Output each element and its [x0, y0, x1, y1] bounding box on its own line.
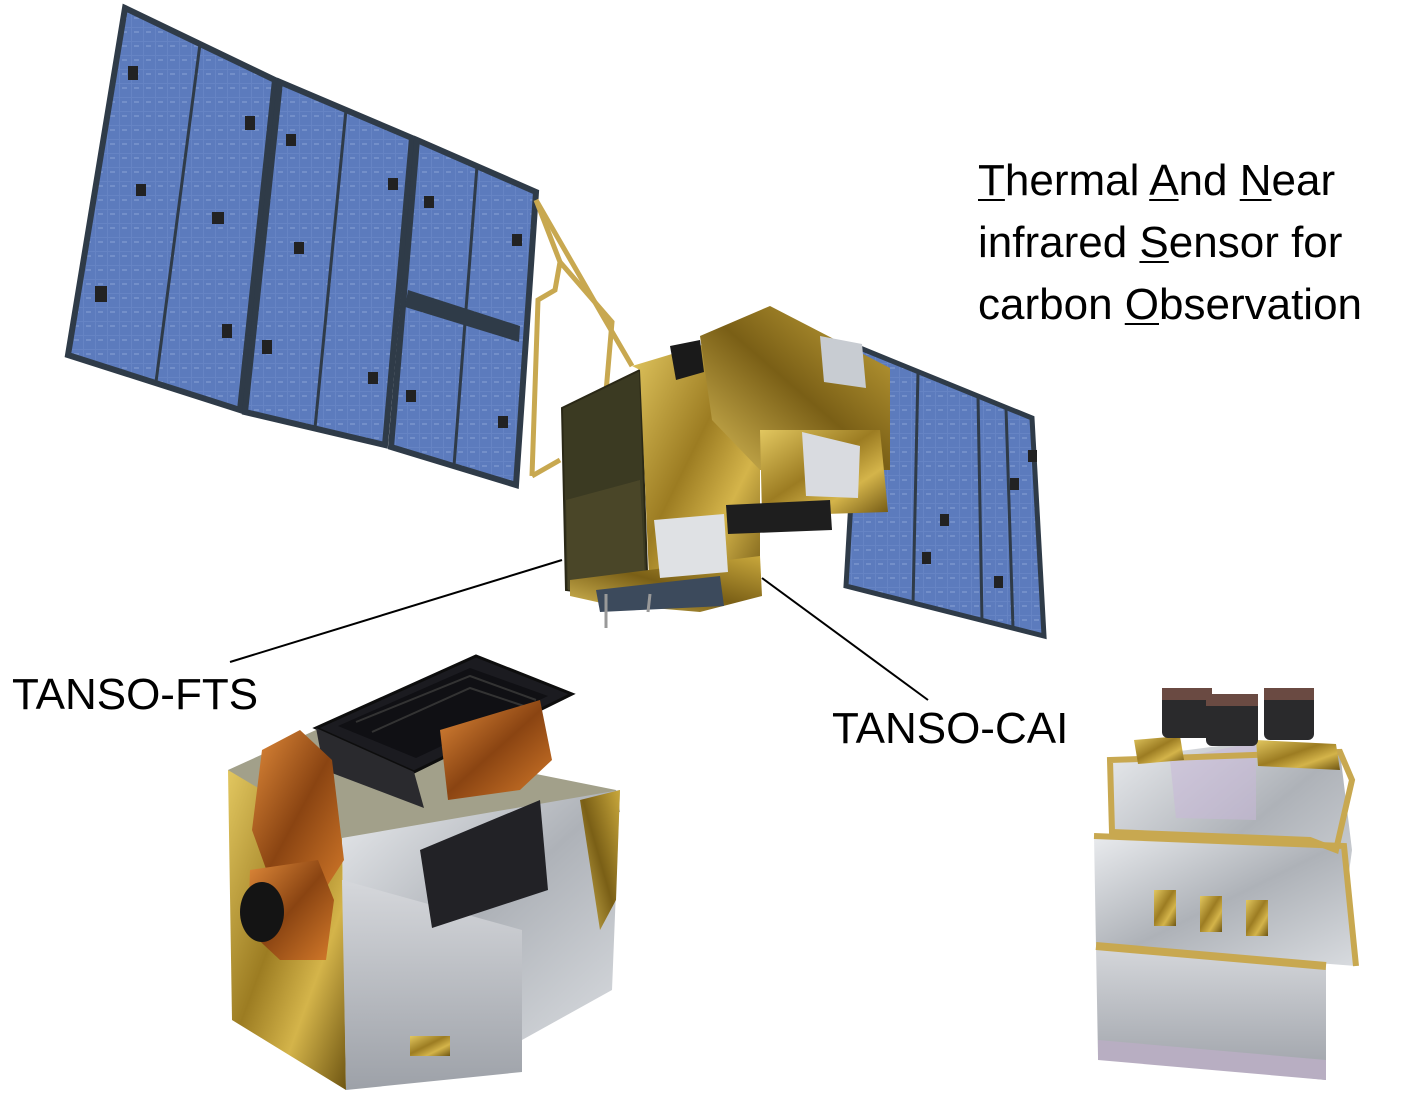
acronym-word-rest: ear [1271, 156, 1336, 205]
acronym-letter: N [1239, 156, 1272, 205]
tanso-fts-instrument [228, 654, 620, 1090]
acronym-word: carbon [978, 280, 1125, 329]
leader-line-cai [761, 577, 929, 701]
acronym-word: infrared [978, 218, 1140, 267]
acronym-letter: T [978, 156, 1005, 205]
acronym-word-rest: bservation [1159, 280, 1363, 329]
acronym-letter: S [1139, 218, 1169, 267]
acronym-expansion: Thermal And Near infrared Sensor for car… [978, 150, 1362, 336]
acronym-word-rest: nd [1178, 156, 1240, 205]
acronym-letter: A [1149, 156, 1179, 205]
acronym-line-1: Thermal And Near [978, 150, 1362, 212]
acronym-line-3: carbon Observation [978, 274, 1362, 336]
acronym-word-rest: hermal [1004, 156, 1150, 205]
label-tanso-cai: TANSO-CAI [832, 704, 1069, 753]
acronym-line-2: infrared Sensor for [978, 212, 1362, 274]
satellite-body [560, 306, 890, 628]
acronym-word-rest: ensor for [1168, 218, 1343, 267]
label-tanso-fts: TANSO-FTS [12, 670, 259, 719]
solar-array-boom [529, 198, 635, 479]
tanso-cai-instrument [1093, 688, 1359, 1080]
leader-line-fts [229, 559, 563, 663]
acronym-letter: O [1124, 280, 1159, 329]
left-solar-array [64, 3, 540, 489]
